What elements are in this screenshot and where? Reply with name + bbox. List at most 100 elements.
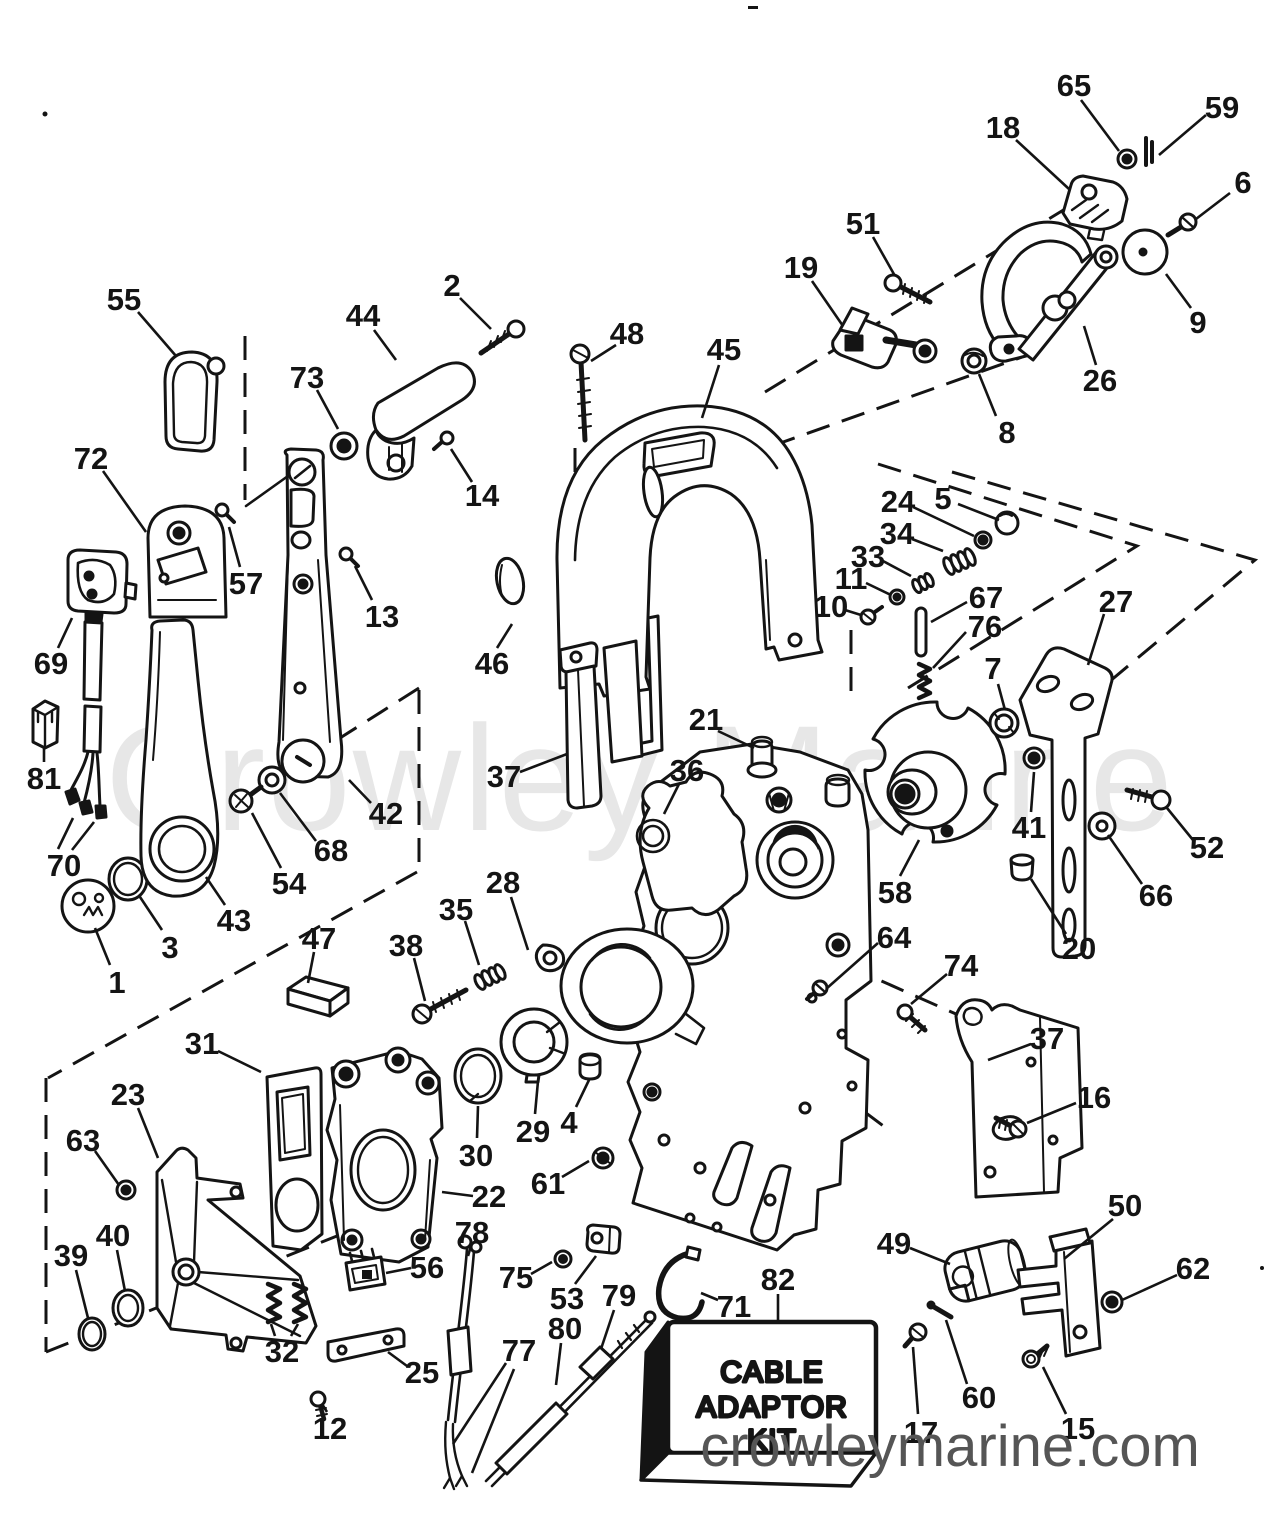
part-label-47: 47 <box>302 921 336 956</box>
leader-line-53 <box>573 1255 598 1285</box>
leader-line-14 <box>449 448 474 483</box>
part-label-30: 30 <box>459 1138 493 1173</box>
leader-line-37 <box>987 1042 1032 1062</box>
part-29-ring <box>499 1007 569 1084</box>
part-16-screw <box>993 1115 1028 1139</box>
leader-line-37 <box>519 752 568 774</box>
leader-line-26 <box>1082 325 1098 366</box>
leader-line-1 <box>93 927 112 966</box>
leader-line-41 <box>1029 771 1036 813</box>
part-75-nut <box>553 1249 573 1269</box>
leader-line-55 <box>137 311 177 357</box>
part-22-housing <box>325 1046 444 1264</box>
part-49-clamp <box>943 1238 1028 1303</box>
part-label-66: 66 <box>1139 878 1173 913</box>
leader-line-10 <box>844 608 862 617</box>
part-label-60: 60 <box>962 1380 996 1415</box>
part-label-42: 42 <box>369 796 403 831</box>
leader-line-2 <box>459 297 492 330</box>
part-6-screw <box>1165 212 1198 238</box>
leader-line-8 <box>977 373 998 417</box>
leader-line-64 <box>825 942 879 990</box>
part-label-37: 37 <box>487 759 521 794</box>
part-40-oring <box>111 1288 145 1328</box>
part-label-77: 77 <box>502 1333 536 1368</box>
leader-line-29 <box>533 1080 540 1115</box>
part-label-7: 7 <box>984 651 1001 686</box>
leader-line-59 <box>1158 114 1207 156</box>
part-label-69: 69 <box>34 646 68 681</box>
cable-adaptor-kit-box: CABLE ADAPTOR KIT <box>639 1319 879 1488</box>
part-55-cap <box>163 350 226 453</box>
part-71-clip <box>655 1245 705 1322</box>
part-1-plate <box>60 878 116 934</box>
part-label-76: 76 <box>968 609 1002 644</box>
part-38-screw <box>411 987 469 1025</box>
part-label-67: 67 <box>969 580 1003 615</box>
part-label-57: 57 <box>229 566 263 601</box>
leader-line-24 <box>912 505 975 538</box>
leader-line-13 <box>353 565 374 601</box>
part-label-6: 6 <box>1234 165 1251 200</box>
part-label-29: 29 <box>516 1114 550 1149</box>
part-label-9: 9 <box>1189 305 1206 340</box>
leader-line-38 <box>412 957 427 1002</box>
part-11-washer <box>888 588 906 606</box>
part-24-washer <box>973 530 993 550</box>
leader-line-67 <box>930 600 968 624</box>
part-46-plug <box>494 556 526 606</box>
leader-line-32 <box>269 1323 277 1337</box>
part-label-59: 59 <box>1205 90 1239 125</box>
part-label-52: 52 <box>1190 830 1224 865</box>
callouts: 1234567891011121314151617181920212223242… <box>27 68 1252 1474</box>
part-label-16: 16 <box>1077 1080 1111 1115</box>
leader-line-58 <box>898 839 921 877</box>
part-65-nut <box>1116 148 1138 170</box>
part-label-53: 53 <box>550 1281 584 1316</box>
part-31-cover <box>265 1066 324 1252</box>
part-57-screw <box>214 502 236 524</box>
leader-line-34 <box>911 537 944 553</box>
box-line-2: ADAPTOR <box>696 1391 847 1424</box>
part-47-block <box>286 975 350 1018</box>
part-50-bracket <box>1016 1227 1102 1358</box>
part-26-lock-arm <box>980 220 1119 363</box>
leader-line-70 <box>70 821 96 851</box>
leader-line-25 <box>387 1350 408 1368</box>
part-59-pin <box>1144 136 1154 167</box>
part-28-retainer <box>534 927 706 1046</box>
part-label-75: 75 <box>499 1260 533 1295</box>
part-label-28: 28 <box>486 865 520 900</box>
part-label-40: 40 <box>96 1218 130 1253</box>
part-19-clamp <box>831 306 938 370</box>
part-label-36: 36 <box>670 753 704 788</box>
part-label-19: 19 <box>784 250 818 285</box>
part-label-74: 74 <box>944 948 979 983</box>
leader-line-73 <box>315 389 340 430</box>
part-53-block <box>585 1223 622 1255</box>
part-label-14: 14 <box>465 478 500 513</box>
box-line-1: CABLE <box>720 1356 823 1389</box>
part-label-43: 43 <box>217 903 251 938</box>
part-label-71: 71 <box>717 1289 751 1324</box>
leader-line-77 <box>451 1362 508 1445</box>
leader-line-46 <box>495 623 514 649</box>
part-64-bolt <box>805 979 829 1001</box>
part-62-nut <box>1100 1290 1124 1314</box>
part-44-cylinder <box>366 361 476 481</box>
part-label-18: 18 <box>986 110 1020 145</box>
leader-line-54 <box>250 812 283 869</box>
part-label-72: 72 <box>74 441 108 476</box>
diagram-art: CABLE ADAPTOR KIT <box>31 6 1264 1491</box>
part-3-ring <box>107 856 149 902</box>
leader-line-63 <box>93 1150 121 1186</box>
part-76-spring <box>916 661 933 701</box>
part-4-plug <box>578 1052 602 1081</box>
part-33-spring <box>911 571 935 595</box>
leader-line-6 <box>1195 191 1231 221</box>
leader-line-69 <box>56 617 74 649</box>
part-label-21: 21 <box>689 702 723 737</box>
part-12-screw <box>309 1390 328 1422</box>
leader-line-31 <box>217 1049 262 1074</box>
part-label-10: 10 <box>814 589 848 624</box>
